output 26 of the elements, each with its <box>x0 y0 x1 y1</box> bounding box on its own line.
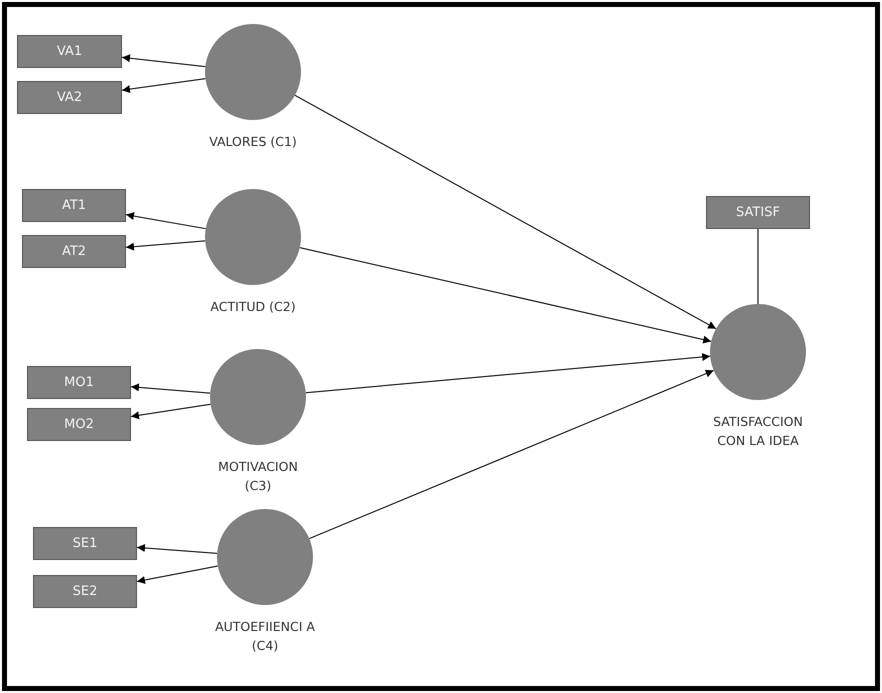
indicator-box: VA1 <box>17 35 122 68</box>
indicator-box: AT1 <box>22 189 126 222</box>
arrow <box>122 78 206 94</box>
node-label: ACTITUD (C2) <box>209 298 297 316</box>
arrow <box>305 353 711 394</box>
arrow <box>122 54 206 68</box>
arrow <box>299 247 712 344</box>
arrow <box>130 404 212 420</box>
node-label: MOTIVACION (C3) <box>217 458 299 496</box>
node-label: VALORES (C1) <box>208 133 298 151</box>
indicator-box: SE1 <box>33 527 137 560</box>
indicator-box: SE2 <box>33 575 137 608</box>
indicator-box: VA2 <box>17 81 122 114</box>
indicator-box: SATISF <box>706 196 810 229</box>
indicator-box: MO2 <box>27 408 131 441</box>
arrow <box>136 544 218 554</box>
arrow <box>294 94 717 330</box>
indicator-box: MO1 <box>27 366 131 399</box>
arrow <box>308 370 714 540</box>
indicator-box: AT2 <box>22 235 126 268</box>
node-label: SATISFACCION CON LA IDEA <box>712 413 804 450</box>
arrow <box>126 240 206 251</box>
arrow <box>130 383 211 394</box>
node-label: AUTOEFIIENCI A (C4) <box>215 618 315 656</box>
arrow <box>136 566 218 584</box>
arrow <box>126 212 206 230</box>
